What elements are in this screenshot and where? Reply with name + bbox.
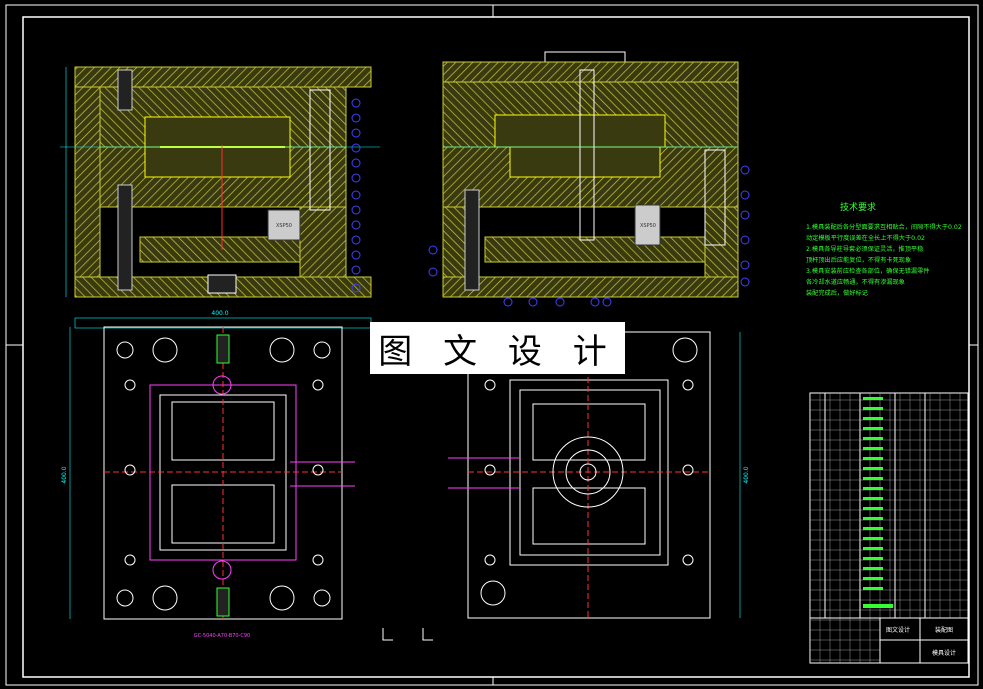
tech-req-line: 2.模具各导柱导套必须保证灵活，推顶平稳 <box>806 246 924 253</box>
tech-req-title: 技术要求 <box>840 203 877 213</box>
tech-req-line: 顶杆顶出后应能复位，不得有卡死现象 <box>806 257 912 264</box>
tech-req-line: 装配完成后，做好标记 <box>806 290 868 297</box>
watermark-banner: 图 文 设 计 <box>370 322 625 374</box>
title-block: 图文设计 装配图 模具设计 <box>809 617 969 664</box>
dim-label-top: 400.0 <box>211 310 228 317</box>
cut-marks <box>382 628 433 641</box>
dim-label-side: 400.0 <box>61 466 68 483</box>
plan-view-left <box>69 317 372 620</box>
title-block-drawing-name: 装配图 <box>935 626 953 634</box>
tech-req-line: 各冷却水道应畅通，不得有渗漏现象 <box>806 279 905 286</box>
title-block-company: 图文设计 <box>886 626 910 634</box>
title-block-drawing-no: 模具设计 <box>932 649 956 657</box>
tech-req-line: 动定模板平行度误差在全长上不得大于0.02 <box>806 235 925 242</box>
section-view-right <box>428 51 750 307</box>
part-note: GC-5040-A70-B70-C90 <box>194 633 250 639</box>
technical-requirements: 技术要求 1.模具装配后各分型面要求互相贴合，间隙不得大于0.02 动定模板平行… <box>806 200 976 300</box>
tech-req-line: 1.模具装配后各分型面要求互相贴合，间隙不得大于0.02 <box>806 224 962 231</box>
tech-req-line: 3.模具安装前应检查各部位，确保无错漏零件 <box>806 268 930 275</box>
section-view-left <box>60 66 380 298</box>
dim-label-right: 400.0 <box>743 466 750 483</box>
block-tag-left: XSP50 <box>276 223 292 229</box>
plan-view-right <box>448 331 741 619</box>
parts-list-table <box>809 392 969 619</box>
watermark-text: 图 文 设 计 <box>378 331 617 372</box>
block-tag-right: XSP50 <box>640 223 656 229</box>
drawing-frame <box>5 4 979 686</box>
